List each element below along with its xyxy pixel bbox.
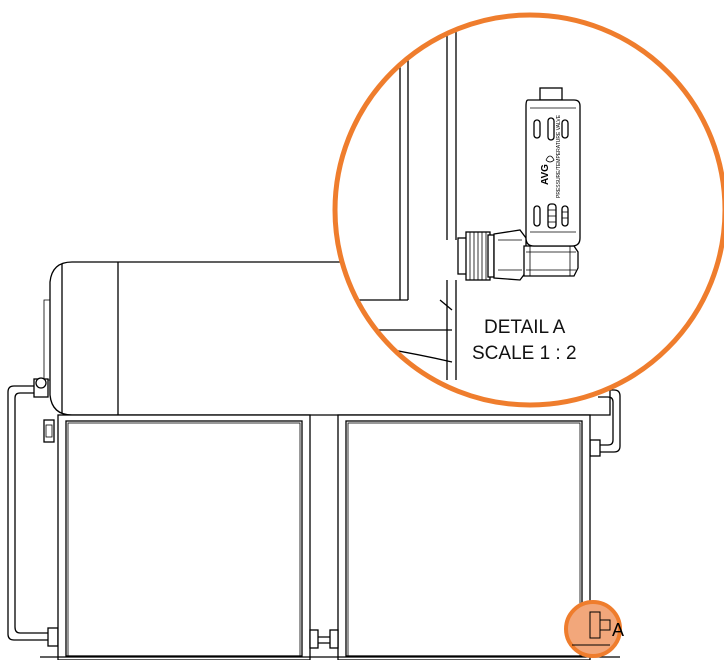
panel-connector [309,629,339,649]
detail-callout [564,600,622,658]
union-fitting [457,229,579,281]
collector-panel-right [337,414,591,660]
valve-label: PRESSURE/TEMPERATURE VALVE [556,114,562,198]
valve-slots [533,117,569,229]
collector-panel-left [57,414,311,660]
flame-icon [545,155,555,163]
left-pipe [7,377,59,647]
detail-title: DETAIL A [484,317,566,338]
detail-view: AVG PRESSURE/TEMPERATURE VALVE [332,12,724,408]
valve-brand: AVG [540,164,551,185]
detail-scale: SCALE 1 : 2 [472,343,577,364]
callout-letter: A [612,620,624,640]
relief-valve: AVG PRESSURE/TEMPERATURE VALVE [525,87,581,247]
